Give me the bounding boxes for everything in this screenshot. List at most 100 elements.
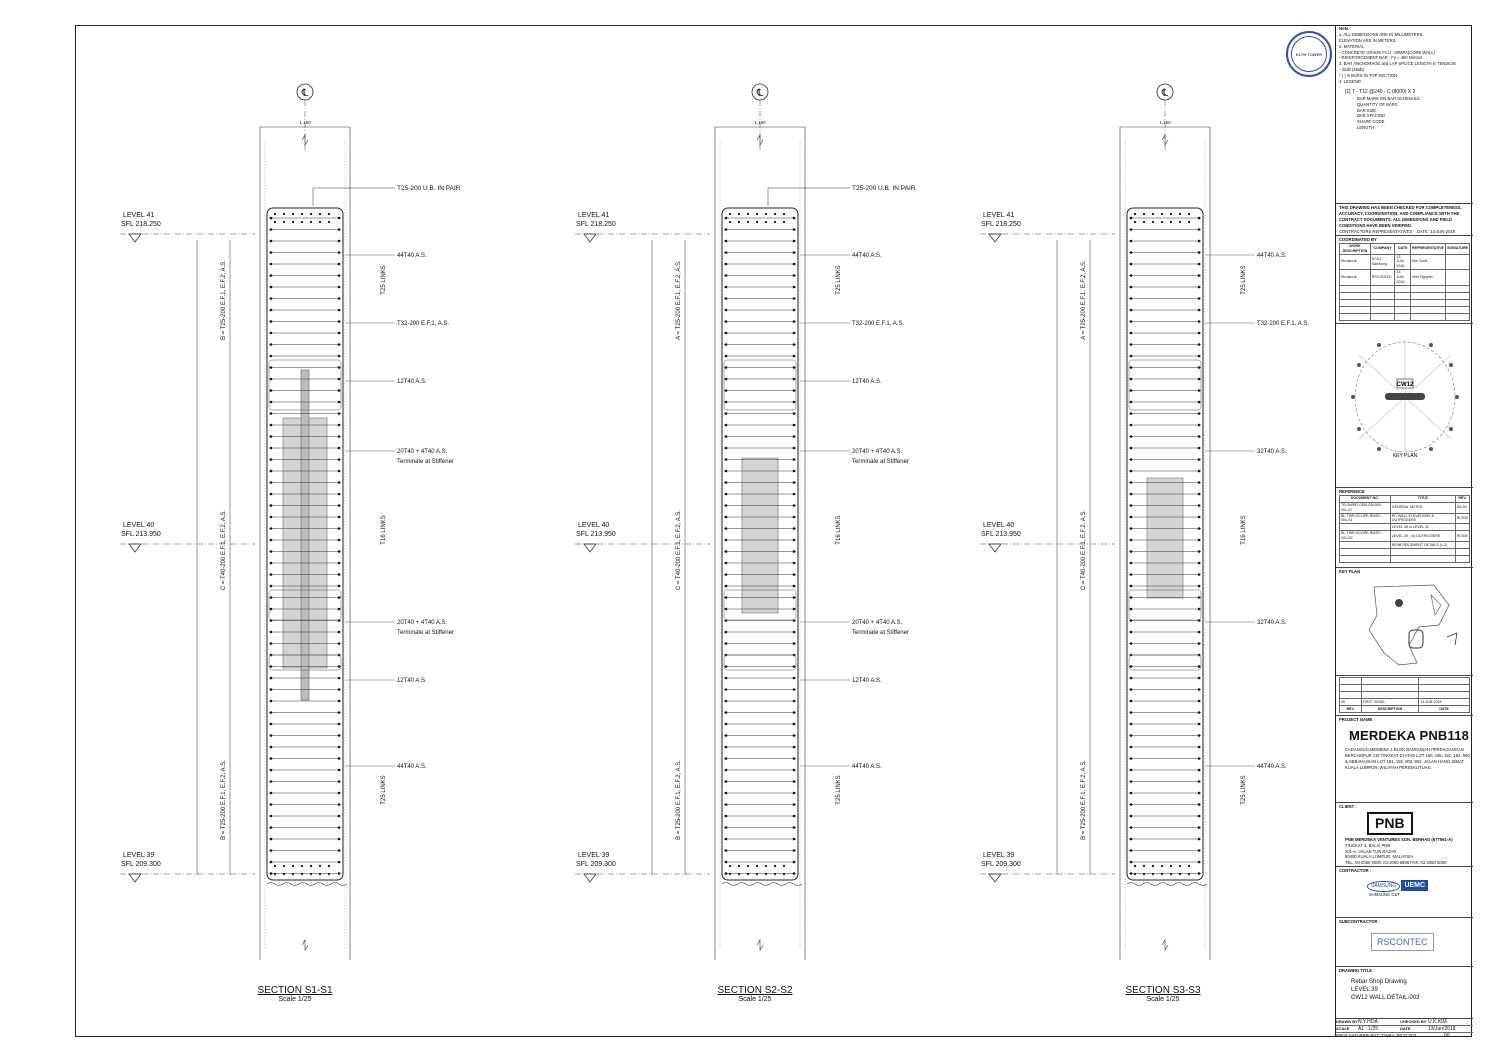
section-title-s2: SECTION S2-S2 Scale 1/25 [700, 985, 810, 1003]
ref-cell: GENERAL NOTES [1389, 501, 1456, 514]
rebar-dot [1197, 584, 1201, 588]
rebar-dot [1129, 757, 1133, 760]
rebar-dot [792, 596, 796, 599]
subcontractor-panel: SUBCONTRACTOR : RSCONTEC [1336, 917, 1473, 965]
rebar-dot [1178, 220, 1182, 224]
rebar-cage [1126, 207, 1204, 881]
rebar-dot [337, 757, 341, 760]
rebar-dot [337, 400, 341, 404]
rev-cell: 13-JUN-2018 [1418, 698, 1470, 706]
rebar-dot [1197, 515, 1201, 519]
rebar-dot [792, 331, 796, 335]
rebar-dot [724, 389, 728, 392]
rebar-dot [724, 274, 728, 277]
key-plan-diagram: CW12 KEY PLAN [1351, 340, 1459, 459]
ref-cell: BL-TWR-SCOPE-RWSC-001-S2 [1339, 530, 1391, 542]
rebar-label: T32-200 E.F.1, A.S. [1257, 321, 1309, 327]
rebar-dot [755, 872, 759, 876]
rebar-label: 32T40 A.S. [1257, 620, 1287, 626]
rebar-dot [724, 872, 728, 875]
rebar-dot [724, 423, 728, 427]
rebar-dot [1129, 400, 1133, 404]
rebar-dot [269, 665, 273, 668]
rebar-dot [1129, 665, 1133, 668]
rebar-dot [724, 607, 728, 611]
rebar-dot [792, 527, 796, 530]
width-dimension: 1,150 [299, 120, 311, 125]
date-value: 13-JUN-2018 [1430, 228, 1456, 234]
rebar-dot [724, 699, 728, 703]
rebar-dot [269, 538, 273, 542]
rebar-dot [269, 734, 273, 737]
rebar-dot [269, 860, 273, 864]
vertical-bar-label: B = T25-200 E.F.1, E.F.2, A.S. [1081, 760, 1087, 840]
rebar-dot [273, 220, 277, 224]
rebar-dot [792, 239, 796, 243]
rebar-dot [1129, 297, 1133, 300]
ref-cell [1339, 540, 1391, 549]
rebar-dot [792, 274, 796, 277]
ref-cell: RC000 [1454, 512, 1471, 525]
rebar-dot [269, 837, 273, 841]
rebar-dot [1197, 377, 1201, 381]
rebar-dot [1187, 872, 1191, 876]
rebar-dot [792, 400, 796, 404]
rebar-dot [792, 803, 796, 806]
rebar-dot [1129, 354, 1133, 358]
rebar-dot [792, 607, 796, 611]
rebar-dot [269, 757, 273, 760]
level-name: LEVEL 39 [983, 852, 1014, 859]
level-name: LEVEL 39 [123, 852, 154, 859]
rebar-dot [269, 814, 273, 818]
rebar-dot [1129, 550, 1133, 553]
ref-cell: REINFORCEMENT DETAILS (1-2) [1389, 540, 1456, 549]
rebar-dot [782, 872, 786, 876]
rebar-dot [337, 860, 341, 864]
rebar-dot [269, 262, 273, 266]
rebar-dot [337, 515, 341, 519]
rebar-dot [337, 642, 341, 645]
rebar-dot [1133, 872, 1137, 876]
rebar-dot [318, 864, 322, 868]
rebar-dot [337, 803, 341, 806]
rebar-dot [724, 814, 728, 818]
level-name: LEVEL 41 [578, 212, 609, 219]
rebar-dot [1129, 446, 1133, 450]
ub-leader [312, 187, 395, 206]
rebar-dot [1129, 274, 1133, 277]
rebar-dot [269, 527, 273, 530]
rebar-dot [269, 239, 273, 243]
rebar-dot [273, 872, 277, 876]
rebar-dot [337, 550, 341, 553]
rebar-dot [1197, 642, 1201, 645]
site-plan-diagram [1368, 584, 1458, 666]
client-name: PNB MERDEKA VENTURES SDN. BERHAD [1345, 836, 1431, 842]
rebar-dot [764, 212, 768, 216]
rebar-dot [724, 492, 728, 496]
rebar-dot [773, 220, 777, 224]
coord-cell [1445, 253, 1470, 271]
stiffener-plate [741, 457, 779, 614]
rebar-dot [792, 285, 796, 289]
rebar-dot [269, 297, 273, 300]
ref-cell [1454, 540, 1471, 549]
rebar-dot [337, 435, 341, 438]
stamp-text: KLTH TOWER [1295, 51, 1323, 57]
rebar-dot [792, 676, 796, 680]
level-name: LEVEL 39 [578, 852, 609, 859]
rebar-dot [737, 212, 741, 216]
rebar-dot [309, 220, 313, 224]
rebar-dot [300, 212, 304, 216]
rebar-dot [337, 561, 341, 565]
rebar-label: 20T40 + 4T40 A.S. [852, 449, 903, 455]
rebar-dot [1129, 331, 1133, 335]
rebar-dot [1129, 791, 1133, 795]
rebar-dot [337, 849, 341, 852]
rebar-dot [724, 688, 728, 691]
level-elevation: SFL 213.950 [576, 531, 616, 538]
rebar-dot [1129, 837, 1133, 841]
ref-cell: TR-SWRD-GEN-GN-000-001-07 [1339, 501, 1391, 514]
rebar-dot [1197, 262, 1201, 266]
